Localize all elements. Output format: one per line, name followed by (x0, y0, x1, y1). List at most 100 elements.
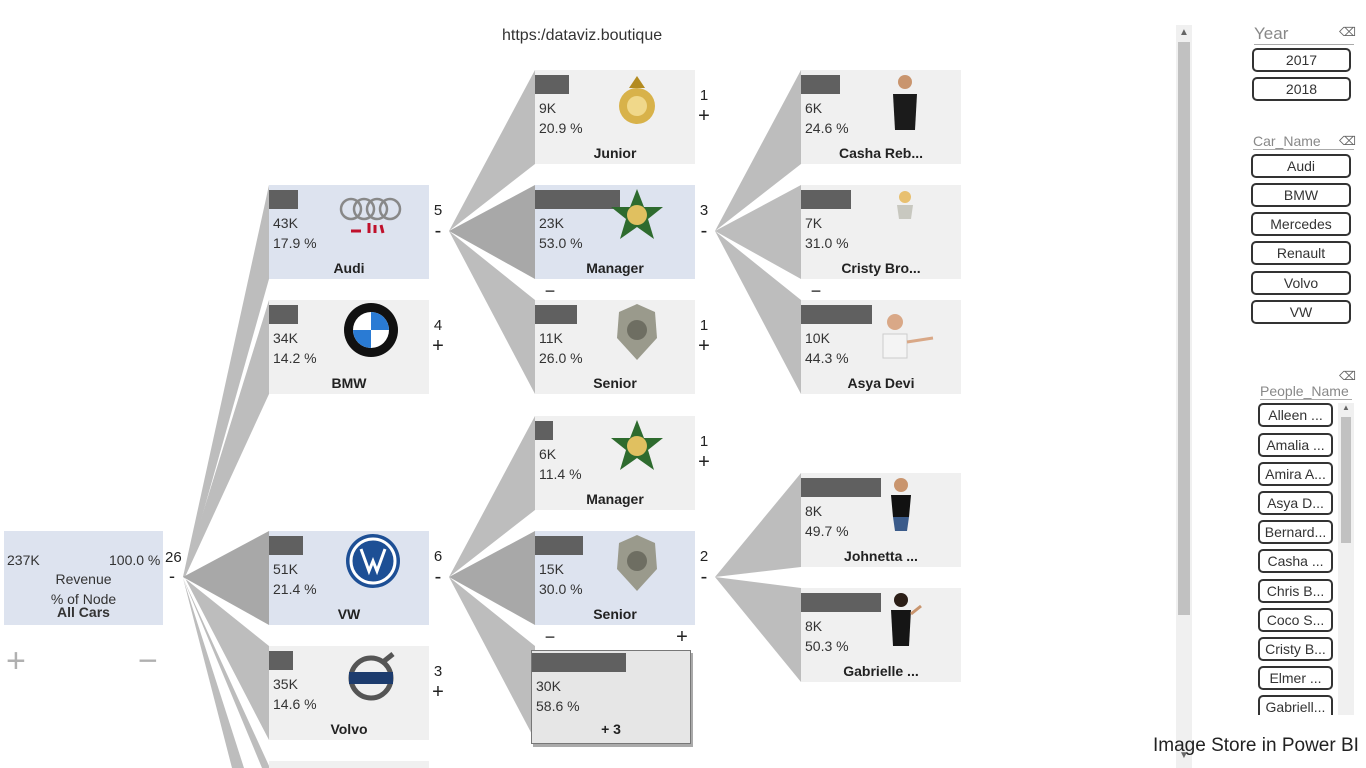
node-name: Manager (586, 491, 644, 507)
node-value: 8K (805, 503, 823, 519)
people-name-chip[interactable]: Amalia ... (1258, 433, 1333, 457)
year-chip[interactable]: 2018 (1252, 77, 1351, 101)
node-cristy[interactable]: 7K 31.0 % Cristy Bro... (801, 185, 961, 279)
vw-collapse-toggle[interactable]: - (434, 566, 442, 588)
eraser-icon[interactable]: ⌫ (1339, 369, 1356, 383)
audi-collapse-toggle[interactable]: - (434, 220, 442, 242)
node-bmw[interactable]: 34K 14.2 % BMW (269, 300, 429, 394)
node-senior-vw[interactable]: 15K 30.0 % Senior (535, 531, 695, 625)
car-name-chip[interactable]: Mercedes (1251, 212, 1351, 236)
root-mode-label: % of Node (50, 591, 117, 607)
person-photo-icon (882, 314, 934, 359)
vw-child-count: 6 (433, 548, 443, 565)
people-slicer-scrollbar[interactable]: ▲ (1338, 403, 1354, 715)
people-name-chip[interactable]: Amira A... (1258, 462, 1333, 486)
node-group-remaining[interactable]: 30K 58.6 % + 3 (531, 650, 691, 744)
node-value: 15K (539, 561, 564, 577)
node-senior-audi[interactable]: 11K 26.0 % Senior (535, 300, 695, 394)
node-value: 6K (539, 446, 557, 462)
node-manager-audi[interactable]: 23K 53.0 % Manager (535, 185, 695, 279)
people-name-chip[interactable]: Elmer ... (1258, 666, 1333, 690)
eraser-icon[interactable]: ⌫ (1339, 134, 1356, 148)
node-bar (801, 190, 851, 209)
tree-scrollbar-thumb[interactable] (1178, 42, 1190, 615)
node-junior[interactable]: 9K 20.9 % Junior (535, 70, 695, 164)
eraser-icon[interactable]: ⌫ (1339, 25, 1356, 39)
node-casha[interactable]: 6K 24.6 % Casha Reb... (801, 70, 961, 164)
car-name-chip[interactable]: VW (1251, 300, 1351, 324)
node-value: 35K (273, 676, 298, 692)
vw-level-expand-toggle[interactable]: + (676, 626, 688, 648)
junior-expand-toggle[interactable]: + (698, 105, 710, 127)
node-percent: 44.3 % (805, 350, 849, 366)
manager-audi-child-count: 3 (699, 202, 709, 219)
collapse-all-button[interactable]: − (138, 642, 158, 680)
senior-vw-child-count: 2 (699, 548, 709, 565)
node-percent: 26.0 % (539, 350, 583, 366)
senior-badge-icon (617, 304, 657, 360)
senior-audi-expand-toggle[interactable]: + (698, 335, 710, 357)
car-name-chip[interactable]: Renault (1251, 241, 1351, 265)
people-name-chip[interactable]: Casha ... (1258, 549, 1333, 573)
people-name-chip[interactable]: Asya D... (1258, 491, 1333, 515)
node-johnetta[interactable]: 8K 49.7 % Johnetta ... (801, 473, 961, 567)
car-name-slicer-title: Car_Name (1253, 133, 1354, 150)
junior-badge-icon (619, 76, 655, 124)
node-name: Gabrielle ... (843, 663, 919, 679)
node-vw[interactable]: 51K 21.4 % VW (269, 531, 429, 625)
root-node-all-cars[interactable]: 237K 100.0 % Revenue % of Node All Cars (4, 531, 163, 625)
node-partially-visible[interactable] (269, 761, 429, 768)
year-slicer-title: Year (1254, 24, 1354, 45)
people-slicer-scrollbar-thumb[interactable] (1341, 417, 1351, 543)
car-name-chip[interactable]: Volvo (1251, 271, 1351, 295)
volvo-expand-toggle[interactable]: + (432, 681, 444, 703)
node-bar (801, 478, 881, 497)
expand-all-button[interactable]: + (6, 642, 26, 680)
senior-vw-collapse-toggle[interactable]: - (700, 566, 708, 588)
source-url-caption: https:/dataviz.boutique (502, 27, 663, 44)
node-percent: 24.6 % (805, 120, 849, 136)
car-name-chip[interactable]: BMW (1251, 183, 1351, 207)
people-name-chip[interactable]: Coco S... (1258, 608, 1333, 632)
node-manager-vw[interactable]: 6K 11.4 % Manager (535, 416, 695, 510)
node-value: 7K (805, 215, 823, 231)
node-name: BMW (331, 375, 367, 391)
node-bar (801, 305, 872, 324)
node-name: Asya Devi (847, 375, 915, 391)
manager-vw-expand-toggle[interactable]: + (698, 451, 710, 473)
manager-level-collapse-toggle[interactable]: − (810, 281, 822, 301)
audi-level-collapse-toggle[interactable]: − (544, 281, 556, 301)
node-bar (269, 651, 293, 670)
car-name-chip[interactable]: Audi (1251, 154, 1351, 178)
node-bar (535, 536, 583, 555)
node-percent: 21.4 % (273, 581, 317, 597)
vw-level-collapse-toggle[interactable]: − (544, 627, 556, 647)
people-name-chip[interactable]: Gabriell... (1258, 695, 1333, 715)
node-percent: 14.2 % (273, 350, 317, 366)
people-name-chip[interactable]: Bernard... (1258, 520, 1333, 544)
root-collapse-toggle[interactable]: - (169, 566, 175, 586)
root-measure-label: Revenue (55, 571, 112, 587)
chevron-up-icon[interactable]: ▲ (1179, 27, 1189, 38)
root-percent: 100.0 % (109, 552, 161, 568)
node-bar (535, 75, 569, 94)
node-percent: 11.4 % (539, 466, 582, 482)
node-value: 23K (539, 215, 564, 231)
node-audi[interactable]: 43K 17.9 % Audi (269, 185, 429, 279)
node-percent: 17.9 % (273, 235, 317, 251)
node-asya[interactable]: 10K 44.3 % Asya Devi (801, 300, 961, 394)
node-volvo[interactable]: 35K 14.6 % Volvo (269, 646, 429, 740)
node-name: Manager (586, 260, 644, 276)
chevron-down-icon[interactable]: ▼ (1179, 750, 1189, 761)
chevron-up-icon[interactable]: ▲ (1342, 403, 1350, 412)
node-gabrielle[interactable]: 8K 50.3 % Gabrielle ... (801, 588, 961, 682)
tree-scrollbar[interactable]: ▲ ▼ (1176, 25, 1192, 768)
people-name-chip[interactable]: Alleen ... (1258, 403, 1333, 427)
year-chip[interactable]: 2017 (1252, 48, 1351, 72)
people-name-chip[interactable]: Chris B... (1258, 579, 1333, 603)
manager-audi-collapse-toggle[interactable]: - (700, 220, 708, 242)
node-percent: 58.6 % (536, 698, 580, 714)
bmw-expand-toggle[interactable]: + (432, 335, 444, 357)
people-name-chip[interactable]: Cristy B... (1258, 637, 1333, 661)
